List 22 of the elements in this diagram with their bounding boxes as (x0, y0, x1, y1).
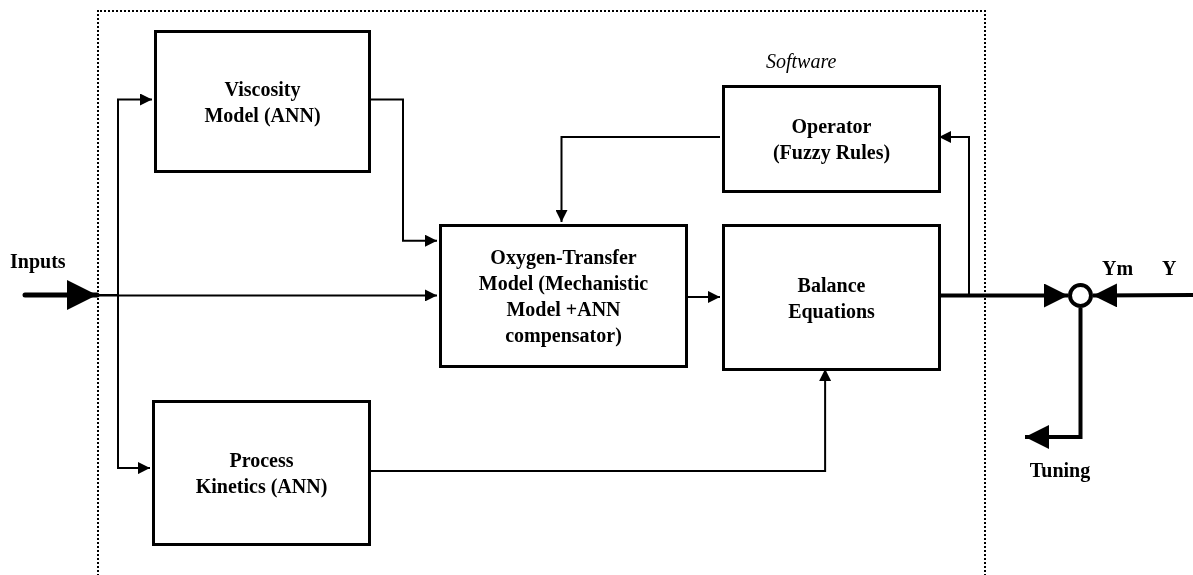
boundary-title: Software (766, 50, 838, 73)
box-label: Process Kinetics (ANN) (194, 448, 329, 499)
comparator-circle (1068, 283, 1093, 308)
signal-label: Inputs (10, 250, 66, 273)
arrow (555, 136, 721, 223)
input-arrow (22, 280, 100, 310)
process-box (439, 224, 688, 368)
arrow (1025, 308, 1083, 449)
process-box (154, 30, 371, 173)
process-box (152, 400, 371, 546)
arrow (1093, 283, 1193, 308)
box-label: Balance Equations (787, 272, 876, 324)
box-label: Viscosity Model (ANN) (203, 76, 322, 128)
software-boundary (97, 10, 986, 575)
arrow (96, 289, 438, 302)
arrow (939, 283, 1068, 308)
process-box (722, 85, 941, 193)
process-box (722, 224, 941, 371)
signal-label: Tuning (1029, 458, 1091, 483)
box-label: Operator (Fuzzy Rules) (771, 114, 892, 165)
box-label: Oxygen-Transfer Model (Mechanistic Model +ANN compensator) (477, 245, 650, 348)
arrow (96, 294, 151, 475)
